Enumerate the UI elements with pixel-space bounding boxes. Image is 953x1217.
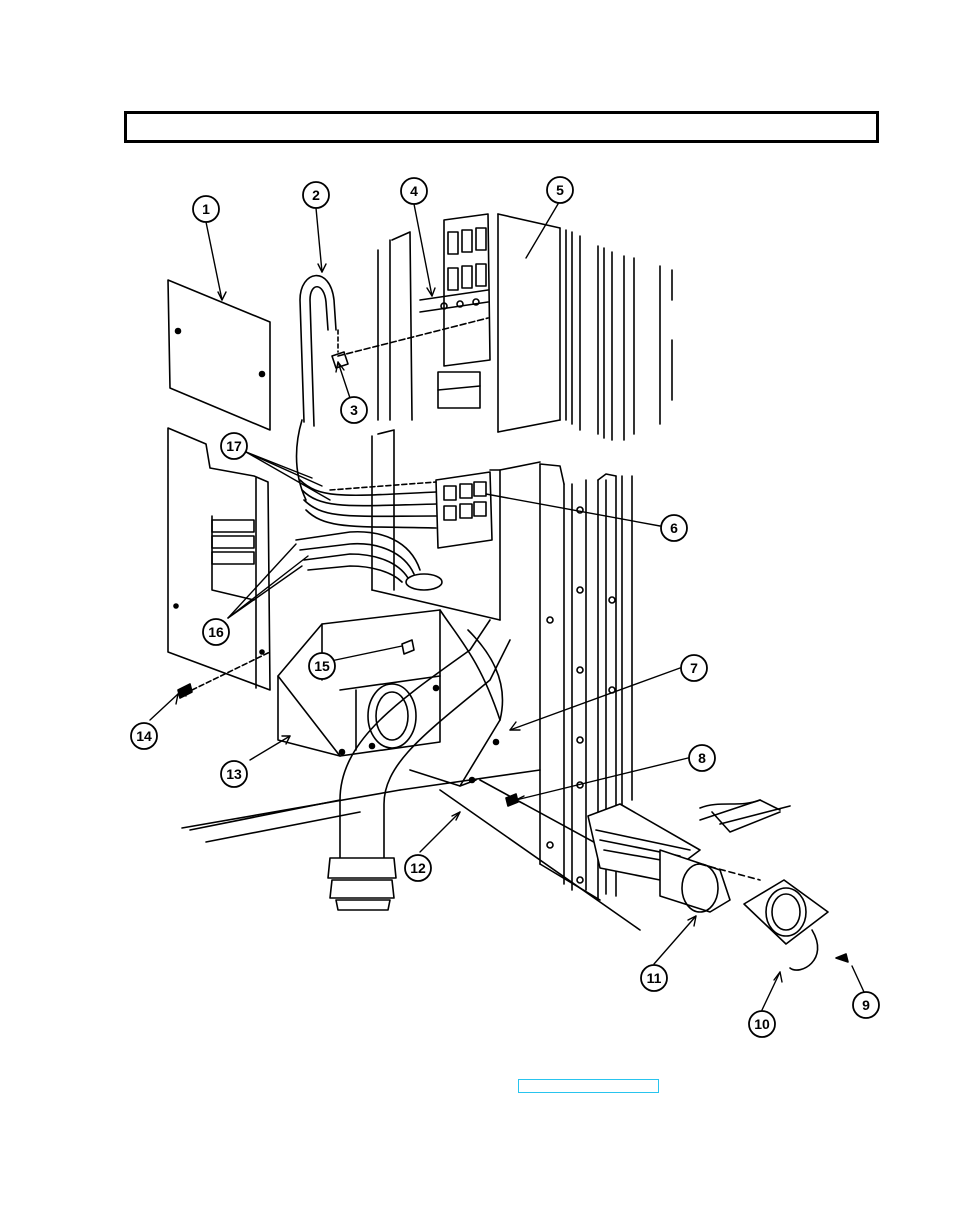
junction-box <box>277 609 441 757</box>
svg-text:15: 15 <box>314 658 330 674</box>
fasteners <box>177 639 519 807</box>
callout-10: 10 <box>748 1010 776 1038</box>
cable-assembly <box>295 274 337 501</box>
svg-text:17: 17 <box>226 438 242 454</box>
svg-text:12: 12 <box>410 860 426 876</box>
title-box <box>124 111 879 143</box>
callout-11: 11 <box>640 964 668 992</box>
svg-text:16: 16 <box>208 624 224 640</box>
callout-12: 12 <box>404 854 432 882</box>
svg-text:2: 2 <box>312 187 320 203</box>
callout-13: 13 <box>220 760 248 788</box>
callout-14: 14 <box>130 722 158 750</box>
callout-9: 9 <box>852 991 880 1019</box>
back-panel <box>167 427 271 691</box>
duct-part <box>409 609 504 787</box>
callout-markers: 1 2 3 4 5 6 7 8 9 10 11 12 13 14 15 16 1… <box>130 176 880 1038</box>
callout-3: 3 <box>340 396 368 424</box>
enclosure-wall <box>497 213 673 441</box>
callout-1: 1 <box>192 195 220 223</box>
callout-2: 2 <box>302 181 330 209</box>
svg-text:6: 6 <box>670 520 678 536</box>
svg-text:8: 8 <box>698 750 706 766</box>
callout-4: 4 <box>400 177 428 205</box>
svg-text:3: 3 <box>350 402 358 418</box>
callout-7: 7 <box>680 654 708 682</box>
svg-text:1: 1 <box>202 201 210 217</box>
callout-5: 5 <box>546 176 574 204</box>
connector-assembly <box>587 799 849 971</box>
svg-text:4: 4 <box>410 183 418 199</box>
cover-panel <box>167 279 271 431</box>
callout-16: 16 <box>202 618 230 646</box>
svg-text:7: 7 <box>690 660 698 676</box>
leader-lines <box>149 203 865 1011</box>
upper-terminal-box <box>337 213 491 421</box>
figure-link-box[interactable] <box>518 1079 659 1093</box>
callout-8: 8 <box>688 744 716 772</box>
callout-6: 6 <box>660 514 688 542</box>
callout-17: 17 <box>220 432 248 460</box>
svg-text:9: 9 <box>862 997 870 1013</box>
svg-text:5: 5 <box>556 182 564 198</box>
nut-part <box>331 329 349 369</box>
svg-text:14: 14 <box>136 728 152 744</box>
svg-text:11: 11 <box>647 970 662 986</box>
callout-15: 15 <box>308 652 336 680</box>
svg-text:13: 13 <box>226 766 242 782</box>
svg-text:10: 10 <box>754 1016 770 1032</box>
lower-terminal-box <box>295 429 541 621</box>
conduit <box>327 619 511 911</box>
